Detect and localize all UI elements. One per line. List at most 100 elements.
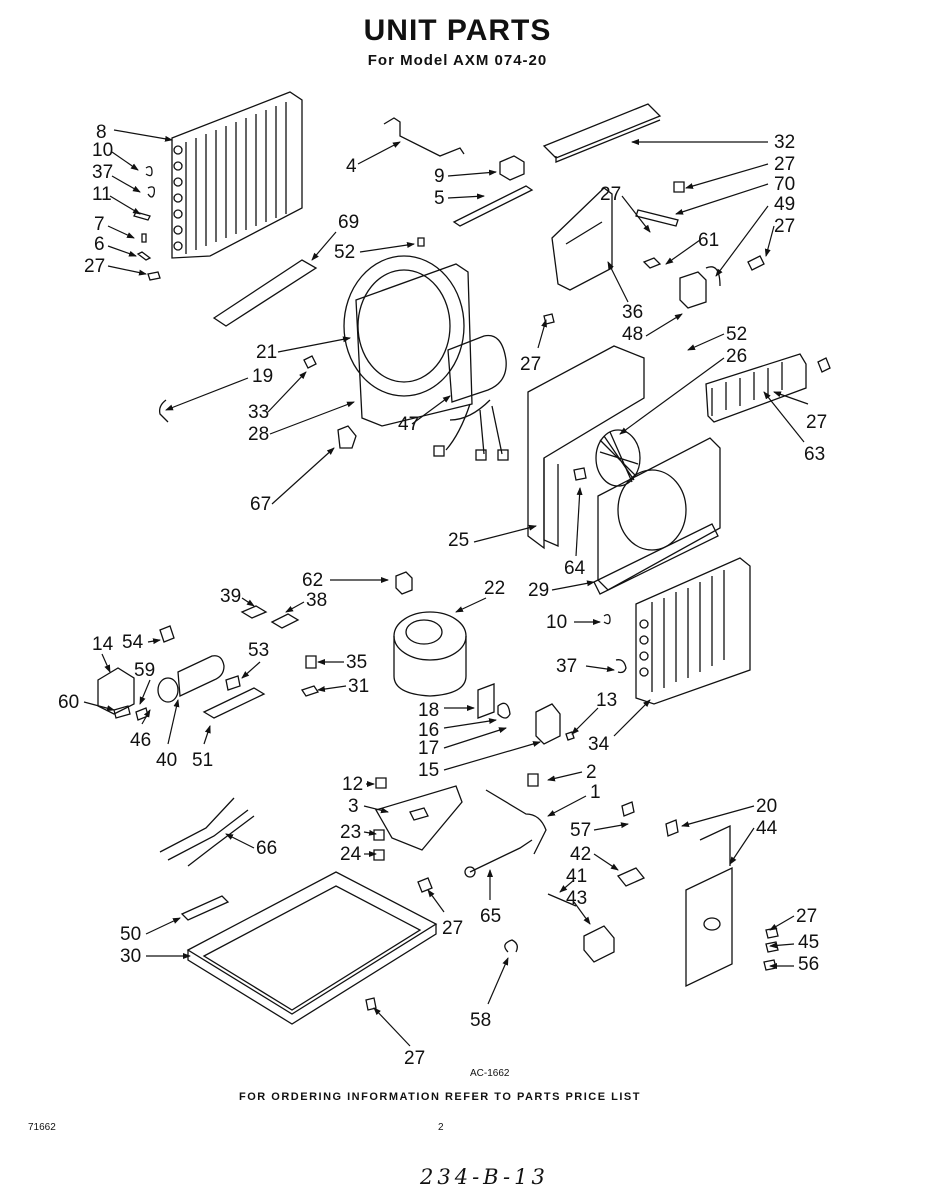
callout-label: 54: [122, 632, 144, 653]
part-20: [665, 819, 679, 837]
part-54: [159, 625, 175, 643]
control-panel-44: [685, 824, 733, 988]
mount-3: [375, 785, 463, 851]
callout-label: 63: [804, 444, 825, 465]
callout-label: 7: [94, 214, 105, 235]
part-33: [303, 355, 317, 369]
callout-label: 22: [484, 578, 505, 599]
seal-69: [212, 259, 318, 327]
screw-57: [621, 801, 635, 817]
part-39: [240, 605, 268, 619]
callout-label: 11: [92, 184, 112, 205]
fan-motor-47: [433, 334, 509, 461]
heater-63: [705, 353, 807, 423]
callout-label: 36: [622, 302, 643, 323]
callout-label: 4: [346, 156, 357, 177]
part-53: [225, 675, 241, 691]
callout-label: 57: [570, 820, 591, 841]
callout-label: 18: [418, 700, 439, 721]
switch-42: [616, 867, 646, 887]
base-pan-30: [186, 871, 438, 1025]
part-46: [135, 707, 149, 721]
callout-label: 27: [84, 256, 105, 277]
callout-label: 5: [434, 188, 445, 209]
callout-label: 61: [698, 230, 719, 251]
callout-label: 9: [434, 166, 445, 187]
document-number: 71662: [28, 1122, 56, 1133]
part-50: [180, 895, 230, 921]
callout-label: 35: [346, 652, 367, 673]
callout-label: 28: [248, 424, 269, 445]
ordering-note: FOR ORDERING INFORMATION REFER TO PARTS …: [239, 1091, 641, 1103]
condenser-coil: [171, 91, 303, 259]
part-59: [157, 677, 179, 703]
callout-label: 69: [338, 212, 359, 233]
callout-label: 3: [348, 796, 359, 817]
screw-60: [113, 705, 131, 719]
callout-label: 17: [418, 738, 439, 759]
strip-5: [452, 185, 534, 227]
fan-shroud-21: [343, 255, 473, 427]
callout-label: 56: [798, 954, 819, 975]
cover-17: [535, 703, 561, 745]
screw-27f: [365, 997, 377, 1011]
clip-67: [337, 425, 357, 449]
callout-label: 10: [92, 140, 113, 161]
callout-label: 27: [806, 412, 827, 433]
part-61: [642, 257, 662, 269]
part-7: [141, 233, 147, 243]
callout-label: 1: [590, 782, 601, 803]
capacitor-40: [177, 655, 225, 697]
callout-label: 27: [520, 354, 541, 375]
callout-label: 14: [92, 634, 114, 655]
callout-label: 37: [92, 162, 113, 183]
callout-label: 27: [774, 154, 795, 175]
callout-label: 62: [302, 570, 323, 591]
blower-housing-25: [527, 345, 645, 550]
part-18: [477, 683, 495, 719]
callout-label: 39: [220, 586, 241, 607]
scroll-29: [593, 437, 721, 595]
callout-label: 64: [564, 558, 586, 579]
callout-label: 52: [726, 324, 747, 345]
clip-52: [417, 237, 425, 247]
callout-label: 12: [342, 774, 363, 795]
callout-label: 45: [798, 932, 819, 953]
tube-1: [485, 789, 547, 855]
callout-label: 50: [120, 924, 141, 945]
screw-27g: [417, 877, 433, 893]
callout-label: 27: [442, 918, 463, 939]
callout-label: 19: [252, 366, 273, 387]
bracket-4: [383, 117, 465, 157]
part-13: [565, 731, 575, 741]
page-number: 2: [438, 1122, 444, 1133]
model-subtitle: For Model AXM 074-20: [367, 52, 548, 69]
screw-2: [527, 773, 539, 787]
callout-label: 59: [134, 660, 155, 681]
clip-58: [504, 939, 518, 953]
callout-label: 33: [248, 402, 269, 423]
hairpin-10: [145, 166, 153, 177]
screws-27-45-56: [763, 927, 779, 971]
callout-label: 49: [774, 194, 795, 215]
part-70: [635, 209, 679, 227]
screw-27d: [543, 313, 555, 325]
callout-label: 51: [192, 750, 213, 771]
callout-label: 27: [600, 184, 621, 205]
part-62: [395, 571, 413, 595]
callout-label: 8: [96, 122, 107, 143]
callout-label: 58: [470, 1010, 491, 1031]
callout-label: 38: [306, 590, 327, 611]
callout-label: 27: [774, 216, 795, 237]
callout-label: 52: [334, 242, 355, 263]
bracket-36: [551, 187, 613, 291]
callout-label: 42: [570, 844, 591, 865]
harness-66: [159, 797, 255, 867]
callout-label: 65: [480, 906, 501, 927]
handwritten-note: 234-B-13: [420, 1165, 549, 1189]
callout-label: 66: [256, 838, 277, 859]
capacitor-48: [679, 266, 721, 309]
screw-35: [305, 655, 317, 669]
callout-label: 40: [156, 750, 177, 771]
